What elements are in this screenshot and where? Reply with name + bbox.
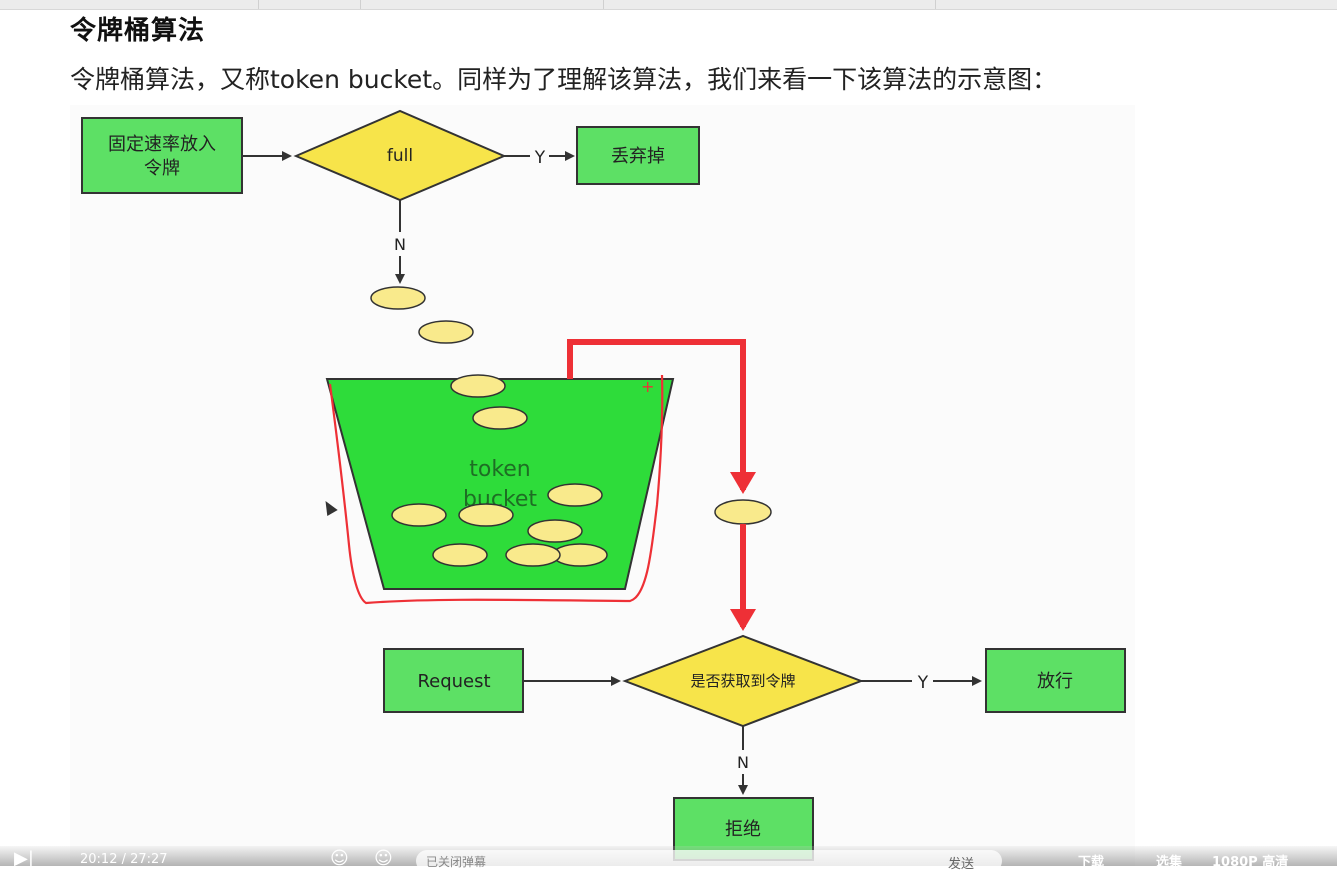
play-next-icon[interactable]: ▶|	[14, 848, 34, 869]
fixed-rate-label-line2: 令牌	[144, 158, 180, 179]
episodes-button[interactable]: 选集	[1156, 855, 1183, 870]
danmaku-input[interactable]	[416, 850, 1002, 872]
red-annotation-outline	[328, 374, 664, 605]
danmaku-placeholder: 已关闭弹幕	[426, 855, 487, 869]
fixed-rate-label-line1: 固定速率放入	[108, 134, 216, 155]
token	[472, 406, 528, 430]
token	[370, 286, 426, 310]
token	[714, 499, 772, 525]
bucket-label-line1: token	[469, 457, 531, 482]
token	[552, 543, 608, 567]
intro-paragraph: 令牌桶算法，又称token bucket。同样为了理解该算法，我们来看一下该算法…	[70, 65, 1058, 94]
download-button[interactable]: 下载	[1078, 855, 1105, 870]
token	[505, 543, 561, 567]
full-yes-label: Y	[534, 148, 546, 168]
token	[450, 374, 506, 398]
token	[391, 503, 447, 527]
full-decision-label: full	[387, 146, 413, 166]
time-display: 20:12 / 27:27	[80, 852, 168, 867]
discard-box	[576, 126, 700, 185]
danmaku-settings-icon[interactable]: ☺	[374, 848, 393, 869]
request-box	[383, 648, 524, 713]
fixed-rate-box	[81, 117, 243, 194]
discard-label: 丢弃掉	[611, 146, 665, 167]
red-plus-marker: +	[641, 377, 654, 396]
token	[432, 543, 488, 567]
video-player-controls: ▶| 20:12 / 27:27 ☺ ☺ 已关闭弹幕 发送 下载 选集 1080…	[0, 846, 1337, 872]
send-button[interactable]: 发送	[948, 857, 975, 872]
decision-no-label: N	[737, 753, 749, 772]
full-no-label: N	[394, 235, 406, 254]
reject-label: 拒绝	[725, 819, 761, 840]
pass-label: 放行	[1037, 671, 1073, 692]
red-token-path	[567, 339, 756, 494]
decision-yes-label: Y	[917, 673, 929, 693]
section-title: 令牌桶算法	[70, 16, 206, 46]
token	[418, 320, 474, 344]
got-token-decision-label: 是否获取到令牌	[690, 672, 795, 690]
token	[458, 503, 514, 527]
request-label: Request	[417, 671, 490, 692]
token-bucket	[325, 378, 675, 590]
browser-top-strip	[0, 0, 1337, 10]
pass-box	[985, 648, 1126, 713]
token	[527, 519, 583, 543]
token	[547, 483, 603, 507]
quality-button[interactable]: 1080P 高清	[1212, 855, 1289, 870]
danmaku-toggle-icon[interactable]: ☺	[330, 848, 349, 869]
